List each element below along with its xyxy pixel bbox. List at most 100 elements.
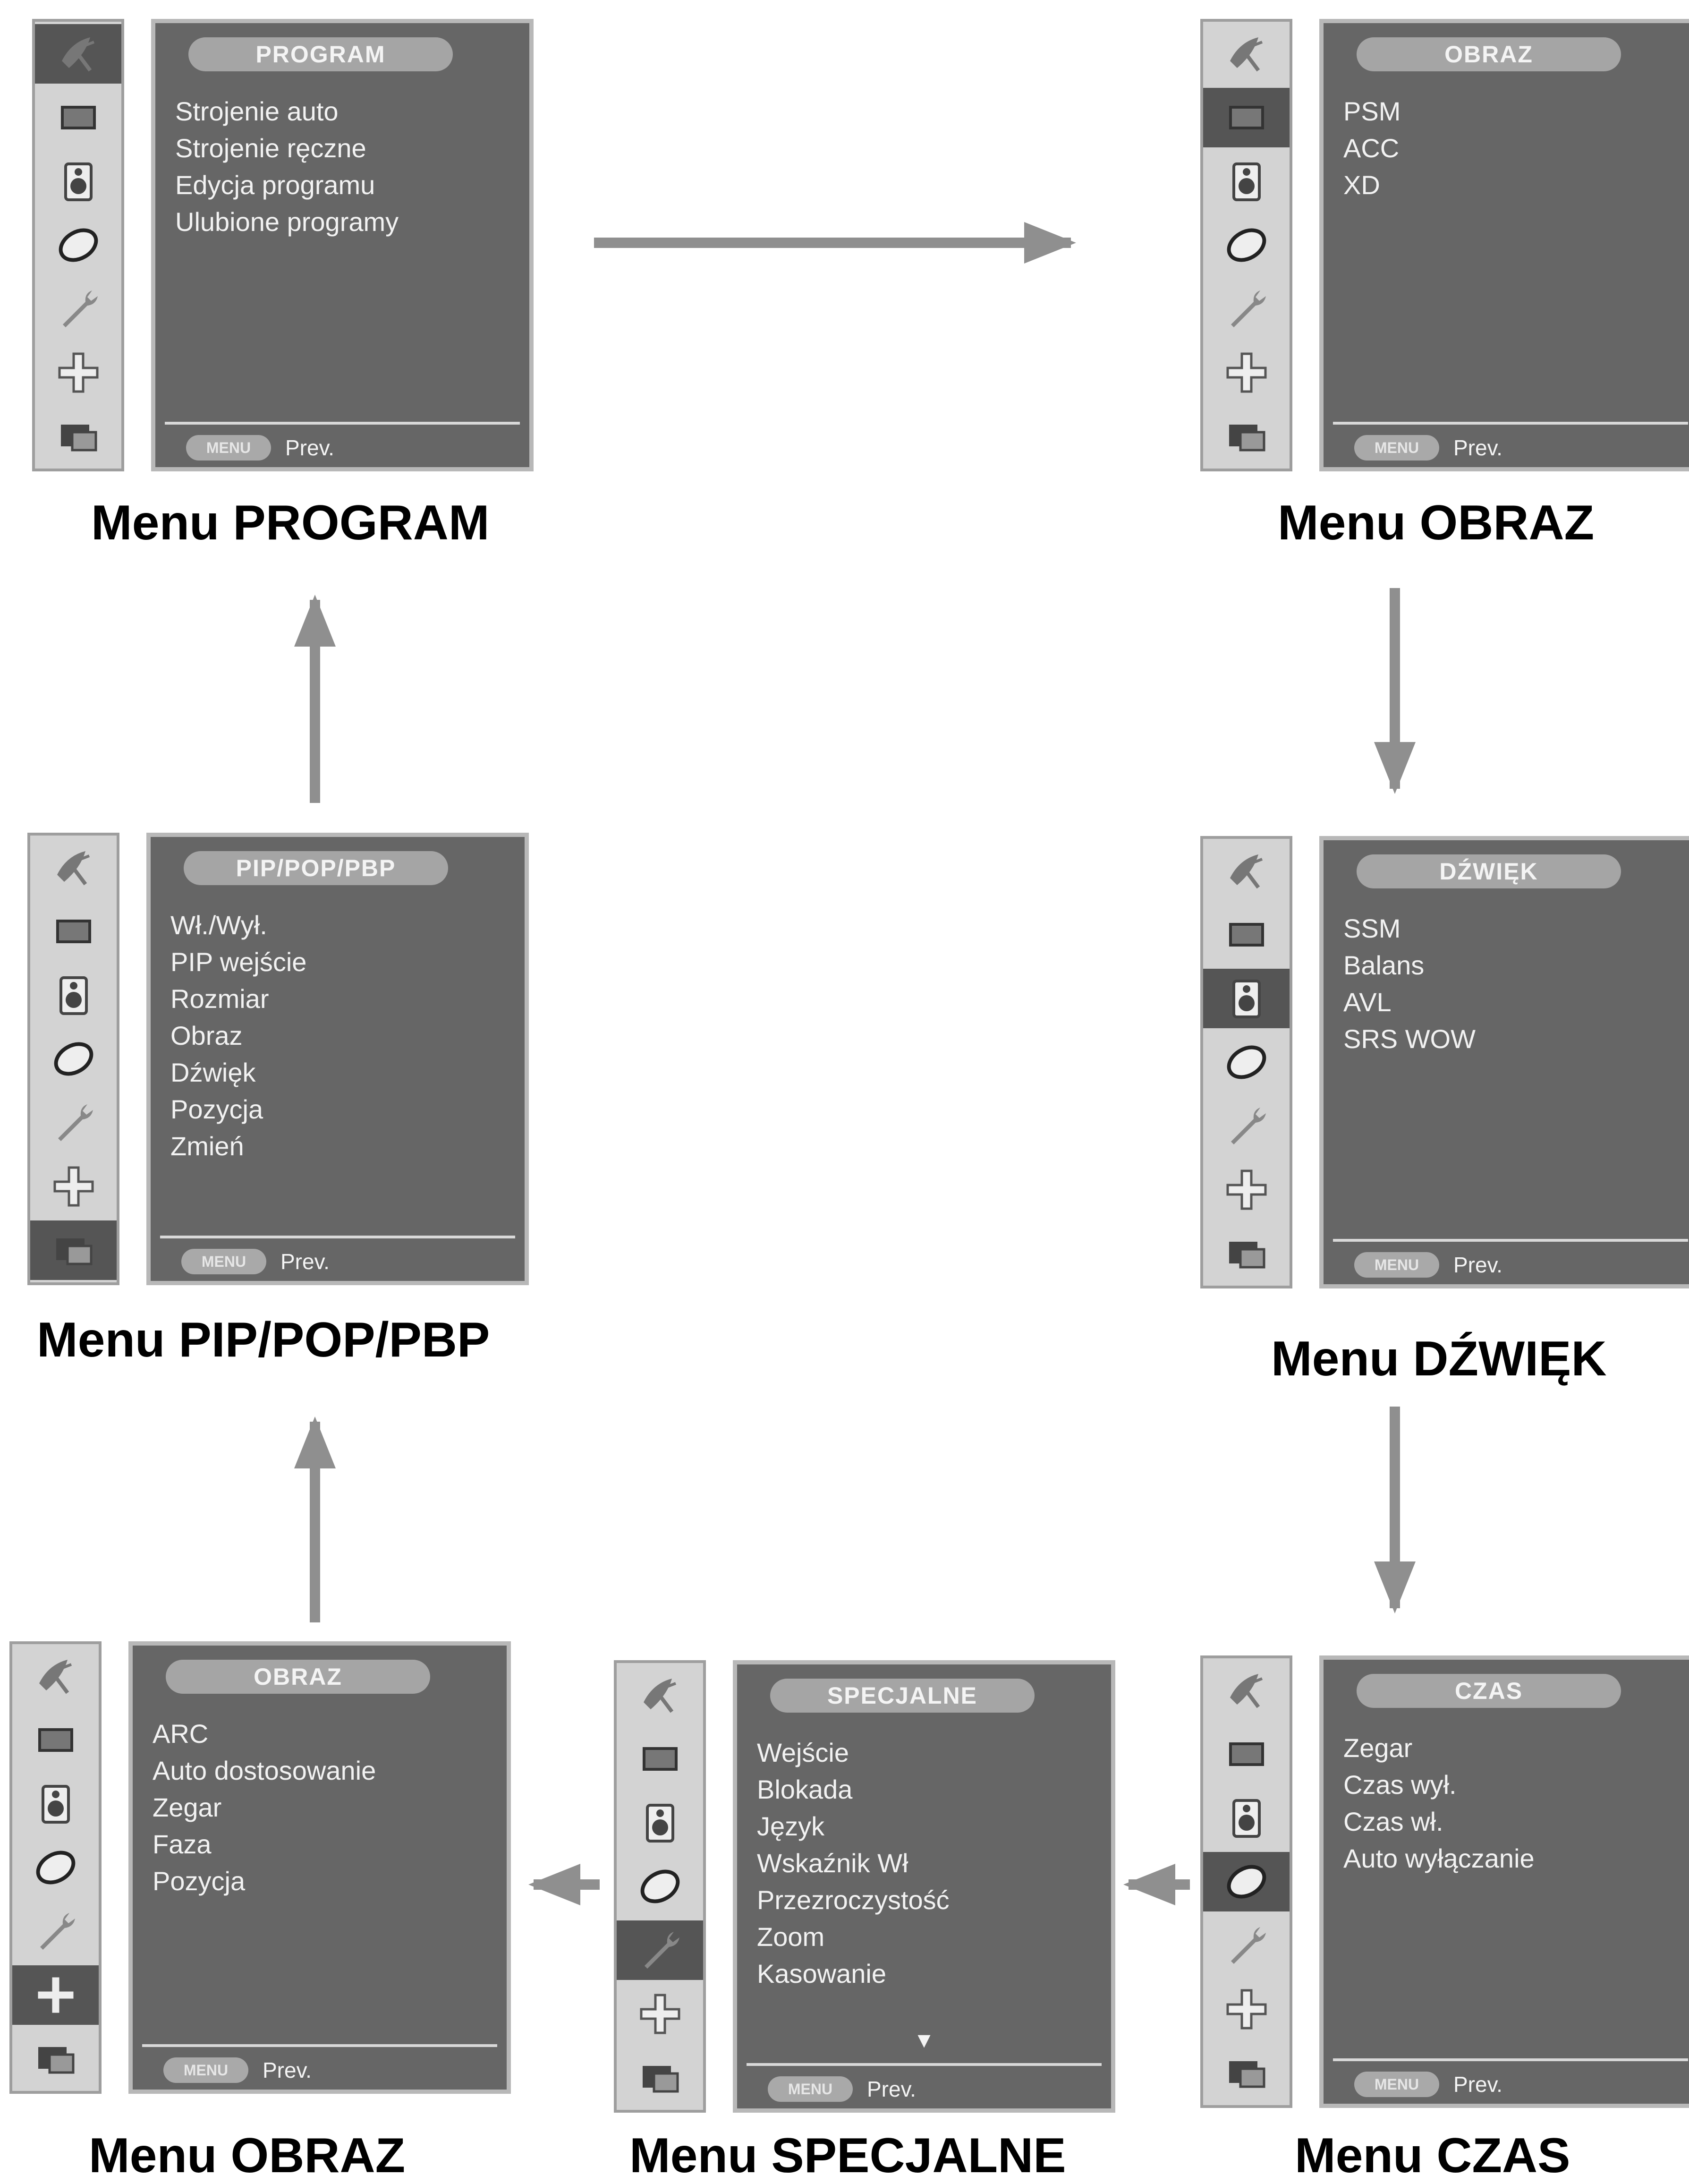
menu-tab-move-cross[interactable] — [35, 343, 121, 402]
pip-window-icon — [60, 425, 97, 452]
menu-button[interactable]: MENU — [186, 435, 271, 461]
divider — [1333, 422, 1688, 425]
menu-tab-picture[interactable] — [617, 1729, 703, 1789]
menu-item[interactable]: Blokada — [757, 1774, 853, 1804]
menu-item[interactable]: Zmień — [170, 1131, 244, 1161]
menu-tab-satellite-dish[interactable] — [1203, 24, 1290, 84]
menu-tab-wrench[interactable] — [30, 1093, 117, 1152]
menu-tab-speaker[interactable] — [1203, 152, 1290, 211]
menu-item[interactable]: Faza — [153, 1829, 212, 1859]
menu-tab-clock[interactable] — [1203, 215, 1290, 275]
caption-program: Menu PROGRAM — [91, 495, 490, 550]
menu-tab-pip-window[interactable] — [1203, 1224, 1290, 1283]
menu-item[interactable]: AVL — [1343, 987, 1392, 1017]
menu-tab-move-cross[interactable] — [30, 1157, 117, 1216]
menu-tab-pip-window[interactable] — [35, 407, 121, 466]
menu-item[interactable]: Kasowanie — [757, 1959, 886, 1988]
menu-footer: MENU Prev. — [768, 2076, 916, 2102]
menu-tab-speaker[interactable] — [1203, 1788, 1290, 1848]
menu-item[interactable]: PIP wejście — [170, 947, 307, 977]
menu-tab-pip-window[interactable] — [30, 1220, 117, 1280]
menu-item[interactable]: Balans — [1343, 950, 1425, 980]
menu-tab-satellite-dish[interactable] — [35, 24, 121, 84]
menu-item[interactable]: ARC — [153, 1719, 209, 1749]
menu-item[interactable]: Obraz — [170, 1021, 243, 1050]
menu-tab-wrench[interactable] — [617, 1920, 703, 1980]
menu-tab-clock[interactable] — [12, 1838, 99, 1897]
menu-item[interactable]: Zoom — [757, 1922, 825, 1952]
menu-tab-picture[interactable] — [35, 88, 121, 147]
menu-button[interactable]: MENU — [181, 1249, 266, 1274]
menu-footer: MENU Prev. — [163, 2057, 312, 2083]
menu-item[interactable]: SRS WOW — [1343, 1024, 1476, 1054]
menu-item[interactable]: Pozycja — [153, 1866, 246, 1896]
menu-tab-move-cross[interactable] — [617, 1984, 703, 2044]
menu-item[interactable]: Dźwięk — [170, 1058, 256, 1087]
menu-tab-satellite-dish[interactable] — [1203, 841, 1290, 901]
menu-tab-pip-window[interactable] — [1203, 2043, 1290, 2103]
menu-tab-clock[interactable] — [1203, 1032, 1290, 1092]
menu-tab-clock[interactable] — [617, 1857, 703, 1916]
satellite-dish-icon — [57, 851, 90, 885]
menu-tab-speaker[interactable] — [1203, 968, 1290, 1028]
menu-tab-picture[interactable] — [30, 902, 117, 961]
menu-item[interactable]: Język — [757, 1811, 825, 1841]
menu-tab-sidebar — [1200, 836, 1292, 1288]
menu-item[interactable]: Rozmiar — [170, 984, 269, 1014]
menu-item[interactable]: Edycja programu — [175, 170, 375, 200]
menu-tab-wrench[interactable] — [35, 279, 121, 339]
menu-tab-speaker[interactable] — [30, 965, 117, 1025]
menu-button[interactable]: MENU — [1354, 435, 1439, 461]
menu-tab-satellite-dish[interactable] — [30, 838, 117, 897]
menu-item[interactable]: XD — [1343, 170, 1380, 200]
menu-tab-picture[interactable] — [1203, 905, 1290, 964]
menu-button[interactable]: MENU — [1354, 2072, 1439, 2097]
menu-tab-pip-window[interactable] — [12, 2029, 99, 2089]
menu-button[interactable]: MENU — [1354, 1252, 1439, 1278]
menu-tab-move-cross[interactable] — [1203, 1979, 1290, 2039]
menu-item[interactable]: Wł./Wył. — [170, 910, 267, 940]
menu-item[interactable]: PSM — [1343, 96, 1401, 126]
menu-item[interactable]: Pozycja — [170, 1094, 263, 1124]
menu-tab-satellite-dish[interactable] — [12, 1647, 99, 1706]
menu-tab-clock[interactable] — [35, 215, 121, 275]
menu-tab-speaker[interactable] — [35, 152, 121, 211]
menu-item[interactable]: Auto wyłączanie — [1343, 1843, 1535, 1873]
menu-tab-wrench[interactable] — [1203, 1096, 1290, 1156]
menu-tab-move-cross[interactable] — [12, 1965, 99, 2025]
menu-item[interactable]: Ulubione programy — [175, 207, 399, 237]
menu-item[interactable]: Strojenie auto — [175, 96, 339, 126]
menu-tab-speaker[interactable] — [12, 1774, 99, 1834]
menu-tab-picture[interactable] — [12, 1710, 99, 1770]
menu-item[interactable]: Czas wył. — [1343, 1770, 1457, 1800]
menu-tab-clock[interactable] — [1203, 1851, 1290, 1911]
menu-tab-speaker[interactable] — [617, 1793, 703, 1852]
menu-button[interactable]: MENU — [768, 2076, 853, 2102]
menu-item[interactable]: Zegar — [1343, 1733, 1413, 1763]
menu-item[interactable]: Wskaźnik Wł — [757, 1848, 908, 1878]
menu-item[interactable]: Czas wł. — [1343, 1807, 1443, 1836]
menu-tab-satellite-dish[interactable] — [617, 1665, 703, 1725]
menu-tab-wrench[interactable] — [12, 1902, 99, 1961]
menu-item[interactable]: SSM — [1343, 913, 1401, 943]
menu-tab-clock[interactable] — [30, 1029, 117, 1089]
menu-item[interactable]: ACC — [1343, 133, 1400, 163]
menu-button[interactable]: MENU — [163, 2057, 248, 2083]
menu-item[interactable]: Wejście — [757, 1738, 849, 1767]
menu-tab-picture[interactable] — [1203, 1724, 1290, 1784]
menu-tab-move-cross[interactable] — [1203, 343, 1290, 402]
menu-item[interactable]: Strojenie ręczne — [175, 133, 366, 163]
menu-tab-move-cross[interactable] — [1203, 1160, 1290, 1220]
menu-tab-wrench[interactable] — [1203, 1916, 1290, 1975]
menu-item[interactable]: Zegar — [153, 1792, 222, 1822]
scroll-down-icon[interactable]: ▼ — [913, 2028, 935, 2052]
divider — [1333, 2058, 1688, 2061]
menu-item[interactable]: Przezroczystość — [757, 1885, 950, 1915]
menu-item[interactable]: Auto dostosowanie — [153, 1756, 376, 1785]
menu-tab-pip-window[interactable] — [1203, 407, 1290, 466]
menu-tab-pip-window[interactable] — [617, 2048, 703, 2107]
menu-tab-satellite-dish[interactable] — [1203, 1661, 1290, 1720]
menu-tab-picture[interactable] — [1203, 87, 1290, 147]
menu-tab-wrench[interactable] — [1203, 279, 1290, 339]
